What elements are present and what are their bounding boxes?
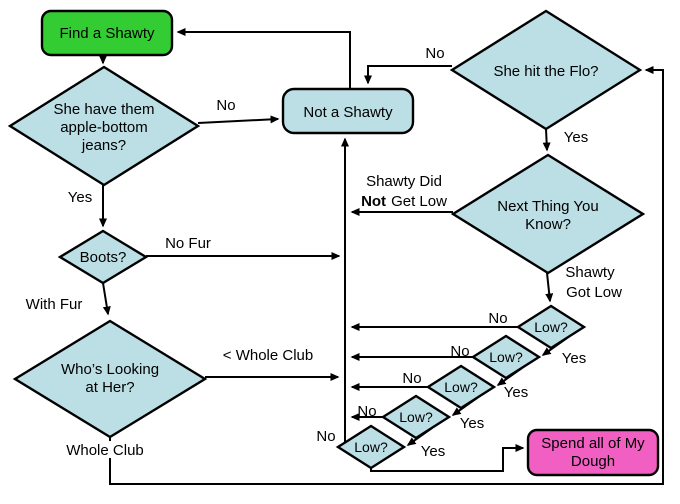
start-node-label: Find a Shawty	[59, 25, 155, 42]
nodes: Find a Shawty She have them apple-bottom…	[7, 9, 660, 477]
end-node-spend-dough	[526, 428, 660, 477]
label-no-low1: No	[488, 310, 507, 327]
decision-apple-bottom-jeans-line3: jeans?	[81, 137, 126, 154]
decision-low-1-label: Low?	[534, 319, 568, 335]
label-shawty-got-line1: Shawty	[565, 264, 615, 281]
edge-boots-withfur-to-whos	[102, 282, 111, 316]
label-no-fur: No Fur	[165, 235, 211, 252]
label-with-fur: With Fur	[26, 296, 83, 313]
label-no-low5: No	[316, 428, 335, 445]
decision-apple-bottom-jeans	[7, 65, 201, 187]
decision-low-4-label: Low?	[399, 409, 433, 425]
edge-jeans-no-to-notashawty	[197, 115, 280, 124]
label-whole-club-backing	[63, 441, 147, 458]
label-no-jeans: No	[216, 97, 235, 114]
label-yes-low3: Yes	[460, 415, 484, 432]
edge-whos-wholeclub-to-flo	[109, 66, 664, 485]
label-yes-flo: Yes	[564, 129, 588, 146]
label-less-than-whole-club: < Whole Club	[223, 347, 313, 364]
decision-next-thing-line1: Next Thing You	[497, 198, 598, 215]
decision-boots	[57, 229, 149, 285]
edge-flo-no-to-notashawty	[364, 65, 452, 85]
label-shawty-did-line2: Not Get Low	[361, 193, 447, 210]
label-no-low3: No	[402, 370, 421, 387]
edge-low5-to-spend-dough	[370, 444, 525, 472]
decision-whos-looking-line2: at Her?	[85, 379, 134, 396]
label-yes-jeans: Yes	[68, 189, 92, 206]
decision-apple-bottom-jeans-line2: apple-bottom	[60, 119, 148, 136]
label-yes-low4: Yes	[421, 443, 445, 460]
edge-nextthing-gotlow-to-low1	[545, 272, 554, 303]
decision-whos-looking-line1: Who’s Looking	[61, 361, 159, 378]
decision-next-thing-you-know	[450, 153, 646, 275]
label-yes-low1: Yes	[562, 350, 586, 367]
label-no-low4: No	[357, 403, 376, 420]
label-shawty-did-not-bold: Not	[361, 193, 386, 210]
edge-flo-yes-to-nextthing	[542, 128, 551, 152]
edge-labels: No Yes No Yes No Fur With Fur Whole Club…	[26, 45, 622, 460]
process-node-not-a-shawty-label: Not a Shawty	[303, 104, 393, 121]
decision-low-4	[380, 394, 452, 440]
decision-low-3-label: Low?	[444, 379, 478, 395]
label-shawty-got-line2: Got Low	[566, 284, 622, 301]
process-node-not-a-shawty	[281, 87, 415, 135]
edge-notashawty-to-find	[176, 28, 351, 89]
decision-low-2-label: Low?	[489, 349, 523, 365]
decision-low-5-label: Low?	[354, 439, 388, 455]
label-yes-low2: Yes	[504, 384, 528, 401]
decision-next-thing-line2: Know?	[525, 216, 571, 233]
decision-apple-bottom-jeans-line1: She have them	[54, 101, 155, 118]
edges	[99, 28, 664, 485]
label-whole-club: Whole Club	[66, 442, 144, 459]
decision-low-2	[470, 334, 542, 380]
end-node-spend-dough-line2: Dough	[571, 453, 615, 470]
label-no-low2: No	[450, 343, 469, 360]
decision-she-hit-the-flo	[449, 9, 643, 131]
label-shawty-did-rest: Get Low	[391, 193, 447, 210]
decision-whos-looking-at-her	[12, 319, 208, 439]
decision-she-hit-the-flo-label: She hit the Flo?	[493, 63, 598, 80]
decision-low-5	[335, 424, 407, 470]
decision-boots-label: Boots?	[80, 249, 127, 266]
decision-low-1	[515, 304, 587, 350]
end-node-spend-dough-line1: Spend all of My	[541, 435, 645, 452]
label-shawty-did-line1: Shawty Did	[366, 173, 442, 190]
start-node-find-a-shawty	[40, 9, 174, 57]
label-no-flo: No	[425, 45, 444, 62]
decision-low-3	[425, 364, 497, 410]
